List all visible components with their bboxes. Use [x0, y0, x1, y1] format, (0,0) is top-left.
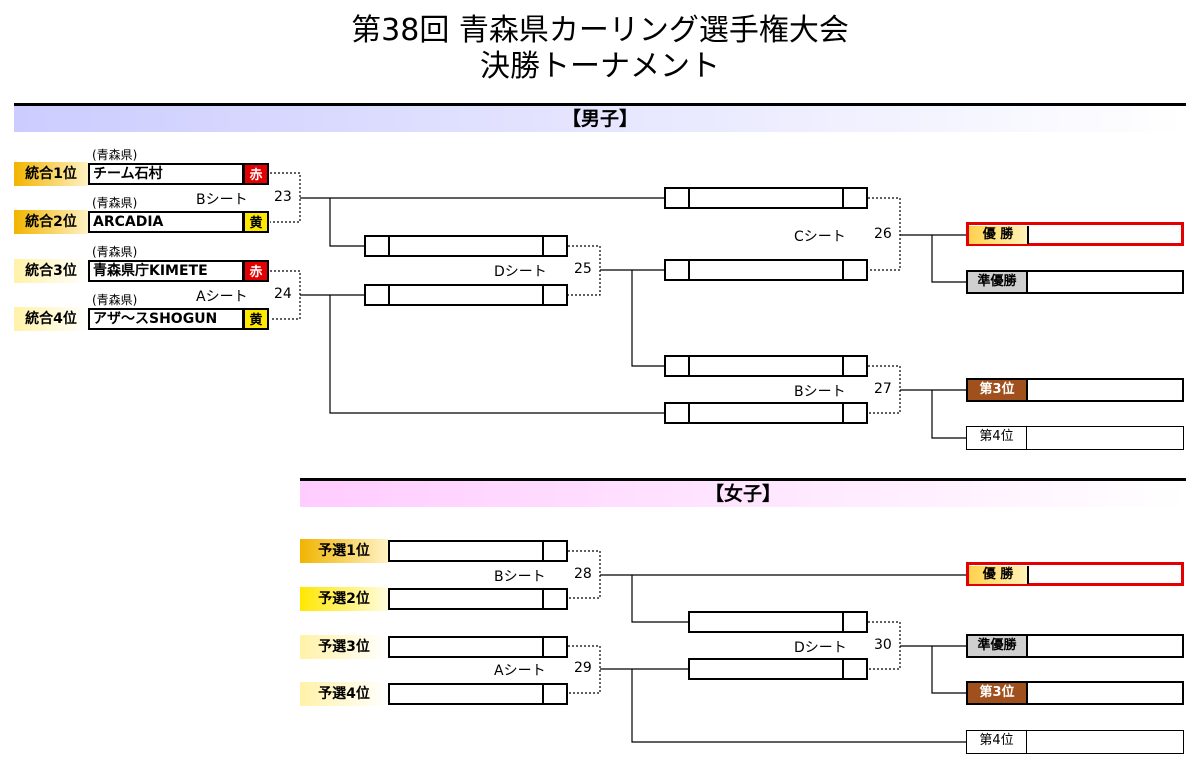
men-slot-25a [364, 235, 568, 257]
women-section-header: 【女子】 [300, 478, 1186, 507]
men-game23-loser-line [329, 198, 364, 247]
women-runnerup-label: 準優勝 [968, 636, 1028, 656]
men-section-header: 【男子】 [14, 103, 1186, 132]
seed4-stone-color: 黄 [243, 308, 269, 330]
seed2-rank: 統合2位 [14, 210, 88, 234]
women-seed2-rank: 予選2位 [300, 587, 388, 611]
women-game30-bracket [868, 621, 901, 670]
seed1-rank: 統合1位 [14, 162, 88, 186]
seed2-prefecture: (青森県) [92, 196, 138, 210]
women-result-champion: 優 勝 [966, 562, 1184, 586]
game30-number: 30 [874, 637, 892, 653]
women-seed2-slot [388, 588, 568, 610]
men-result-champion: 優 勝 [966, 222, 1184, 246]
men-game26-runnerup-line [931, 235, 966, 283]
men-game27-bracket [868, 365, 901, 414]
men-game24-loser-line [329, 295, 664, 414]
seed3-prefecture: (青森県) [92, 245, 138, 259]
men-result-runnerup: 準優勝 [966, 270, 1184, 294]
women-result-third: 第3位 [966, 681, 1184, 705]
game26-sheet: Cシート [794, 229, 846, 245]
seed4-team: アザ～スSHOGUN [88, 308, 244, 330]
game25-number: 25 [574, 261, 592, 277]
men-champion-label: 優 勝 [969, 226, 1029, 244]
men-game23-bracket [270, 172, 301, 223]
men-fourth-label: 第4位 [967, 427, 1027, 449]
game24-number: 24 [274, 286, 292, 302]
main-title: 第38回 青森県カーリング選手権大会 [351, 13, 849, 48]
game30-sheet: Dシート [794, 640, 847, 656]
women-seed4-rank: 予選4位 [300, 682, 388, 706]
men-result-third: 第3位 [966, 378, 1184, 402]
men-slot-25b [364, 284, 568, 306]
women-result-fourth: 第4位 [966, 730, 1184, 754]
seed1-prefecture: (青森県) [92, 148, 138, 162]
women-game28-bracket [568, 550, 601, 599]
game28-sheet: Bシート [494, 569, 546, 585]
women-slot-30a [688, 611, 868, 633]
women-game28-loser-line [631, 575, 688, 623]
women-game29-loser-line [631, 669, 966, 743]
game27-sheet: Bシート [794, 384, 846, 400]
game24-sheet: Aシート [196, 289, 248, 305]
seed4-prefecture: (青森県) [92, 293, 138, 307]
women-game29-bracket [568, 645, 601, 694]
women-game30-third-line [931, 646, 966, 694]
seed4-rank: 統合4位 [14, 307, 88, 331]
seed3-rank: 統合3位 [14, 259, 88, 283]
women-seed1-rank: 予選1位 [300, 539, 388, 563]
game23-sheet: Bシート [196, 192, 248, 208]
seed3-team: 青森県庁KIMETE [88, 260, 244, 282]
women-header-label: 【女子】 [704, 483, 781, 505]
game27-number: 27 [874, 381, 892, 397]
women-champion-label: 優 勝 [969, 566, 1029, 584]
women-slot-30b [688, 658, 868, 680]
women-third-label: 第3位 [968, 683, 1028, 703]
men-game25-loser-line [631, 270, 664, 367]
game23-number: 23 [274, 189, 292, 205]
seed1-stone-color: 赤 [243, 163, 269, 185]
seed3-stone-color: 赤 [243, 260, 269, 282]
women-seed1-slot [388, 540, 568, 562]
men-runnerup-label: 準優勝 [968, 272, 1028, 292]
men-result-fourth: 第4位 [966, 426, 1184, 450]
women-fourth-label: 第4位 [967, 731, 1027, 753]
seed2-team: ARCADIA [88, 211, 244, 233]
sub-title: 決勝トーナメント [480, 49, 720, 84]
men-slot-27b [664, 402, 868, 424]
women-seed4-slot [388, 683, 568, 705]
men-slot-27a [664, 355, 868, 377]
men-game27-fourth-line [931, 390, 966, 439]
women-seed3-slot [388, 636, 568, 658]
men-slot-26a [664, 187, 868, 209]
game29-number: 29 [574, 660, 592, 676]
seed2-stone-color: 黄 [243, 211, 269, 233]
men-slot-26b [664, 259, 868, 281]
men-game26-bracket [868, 197, 901, 271]
men-header-label: 【男子】 [561, 108, 638, 130]
game26-number: 26 [874, 226, 892, 242]
game28-number: 28 [574, 566, 592, 582]
women-result-runnerup: 準優勝 [966, 634, 1184, 658]
game25-sheet: Dシート [494, 264, 547, 280]
women-seed3-rank: 予選3位 [300, 635, 388, 659]
men-third-label: 第3位 [968, 380, 1028, 400]
seed1-team: チーム石村 [88, 163, 244, 185]
game29-sheet: Aシート [494, 663, 546, 679]
